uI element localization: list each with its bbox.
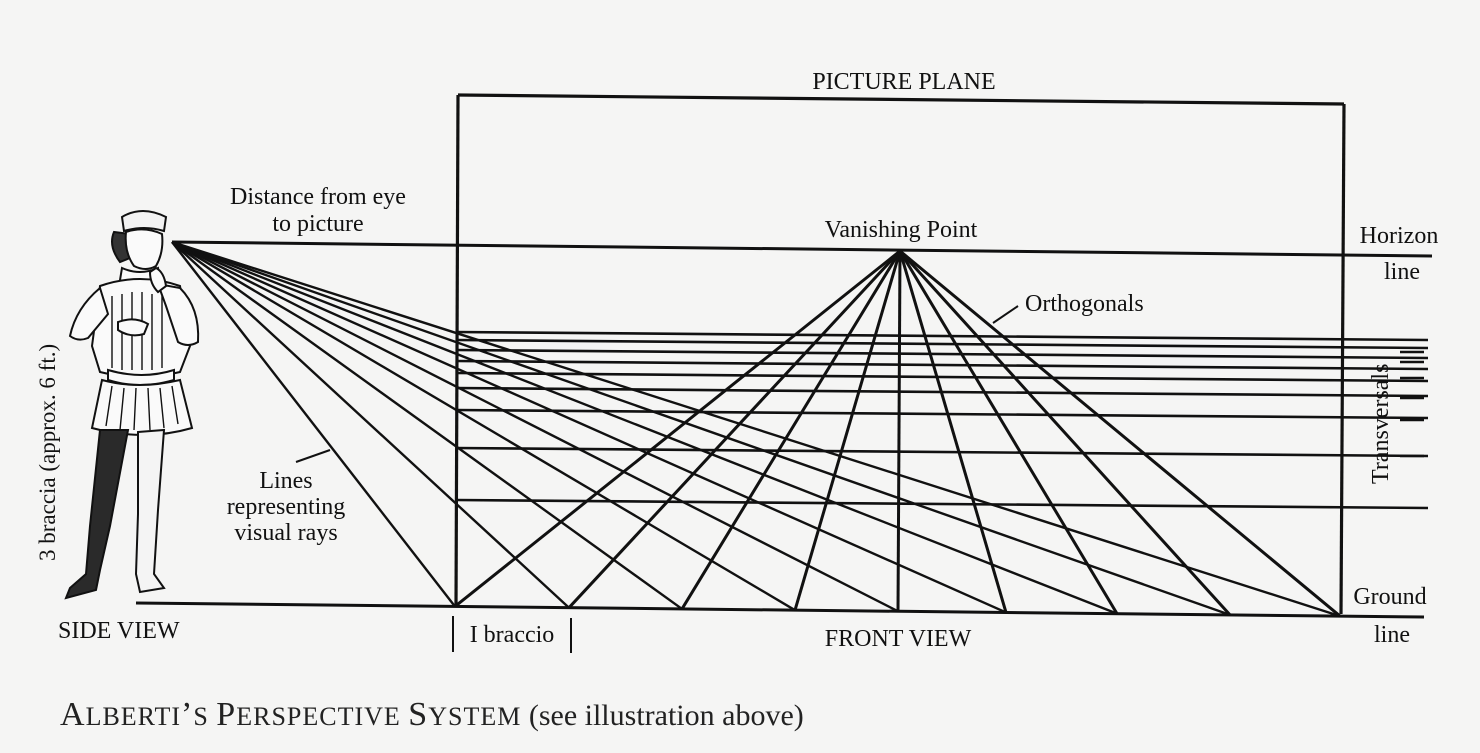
orthogonal-line (898, 249, 1232, 616)
orthogonal-line (793, 250, 902, 611)
caption-note: (see illustration above) (521, 699, 803, 732)
transversal-line (455, 330, 1429, 342)
visual-ray-line (171, 241, 456, 608)
picture-plane-label: PICTURE PLANE (812, 69, 995, 95)
orthogonal-line (896, 250, 902, 612)
orthogonals-leader (992, 305, 1019, 324)
ground-label-line2: line (1374, 622, 1410, 648)
front-view-label: FRONT VIEW (825, 626, 972, 652)
transversal-line (455, 359, 1429, 371)
caption-title-initial-s: S (408, 696, 428, 733)
caption-title-s: S (193, 702, 216, 731)
orthogonal-line (898, 250, 1008, 613)
transversal-lines (455, 330, 1429, 510)
transversal-line (455, 348, 1429, 360)
visual-ray-line (171, 240, 1231, 617)
caption-title-initial-p: P (216, 696, 236, 733)
visual-ray-line (171, 240, 1341, 618)
transversal-line (455, 498, 1429, 510)
vanishing-point-label: Vanishing Point (825, 217, 978, 243)
visual-rays-label-line1: Lines (259, 468, 312, 494)
ground-line (135, 601, 1425, 619)
transversal-line (455, 371, 1429, 383)
visual-rays-label-line3: visual rays (234, 520, 337, 546)
orthogonals-label: Orthogonals (1025, 291, 1144, 317)
orthogonal-lines (454, 249, 1341, 618)
transversal-ticks (1400, 350, 1424, 458)
transversal-line (455, 408, 1429, 420)
side-view-label: SIDE VIEW (58, 618, 180, 644)
horizon-label-line1: Horizon (1360, 223, 1439, 249)
orthogonal-line (454, 249, 901, 608)
caption-title-rest-system: YSTEM (428, 702, 521, 731)
braccio-label: I braccio (470, 622, 555, 648)
caption-title-apostrophe: ’ (181, 696, 193, 733)
distance-label-line2: to picture (272, 211, 363, 237)
height-label: 3 braccia (approx. 6 ft.) (35, 344, 60, 561)
transversal-line (455, 338, 1429, 350)
visual-rays-label-line2: representing (227, 494, 346, 520)
caption-title-initial-a: A (60, 696, 86, 733)
man-figure-illustration (64, 210, 200, 600)
transversal-line (455, 446, 1429, 458)
visual-ray-line (171, 241, 570, 609)
transversals-label: Transversals (1368, 364, 1394, 484)
orthogonal-line (898, 250, 1119, 615)
visual-ray-line (171, 240, 1007, 614)
caption: ALBERTI’S PERSPECTIVE SYSTEM (see illust… (60, 696, 804, 733)
braccio-bracket (452, 616, 572, 653)
caption-title-rest-perspective: ERSPECTIVE (236, 702, 408, 731)
orthogonal-line (899, 249, 1341, 618)
caption-title-rest-alberti: LBERTI (86, 702, 181, 731)
horizon-label-line2: line (1384, 259, 1420, 285)
visual-ray-line (171, 240, 1118, 615)
visual-rays (171, 240, 1341, 618)
visual-ray-line (171, 240, 899, 613)
horizon-line (171, 240, 1433, 258)
visual-ray-line (171, 240, 796, 612)
ground-label-line1: Ground (1353, 584, 1426, 610)
orthogonal-line (680, 250, 902, 610)
orthogonal-line (567, 249, 902, 609)
visual-ray-line (171, 241, 683, 610)
visual-rays-leader (295, 449, 331, 463)
distance-label-line1: Distance from eye (230, 184, 406, 210)
